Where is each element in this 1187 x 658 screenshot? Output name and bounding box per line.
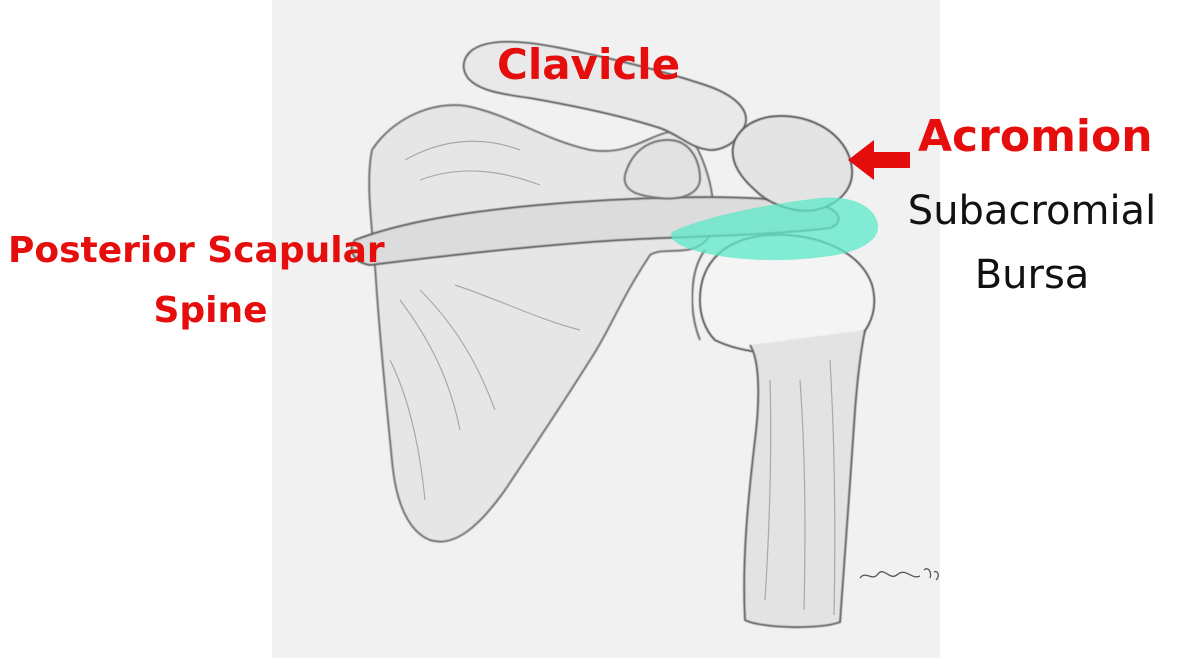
artist-signature [860,569,938,580]
subacromial-label: Subacromial [882,191,1182,231]
spine-label: Spine [8,293,413,329]
clavicle-label: Clavicle [497,44,680,86]
posterior-scapular-label: Posterior Scapular [8,233,385,269]
acromion-label: Acromion [918,115,1153,159]
acromion-process [733,116,852,211]
bursa-label: Bursa [882,255,1182,295]
acromion-arrow [848,140,910,180]
